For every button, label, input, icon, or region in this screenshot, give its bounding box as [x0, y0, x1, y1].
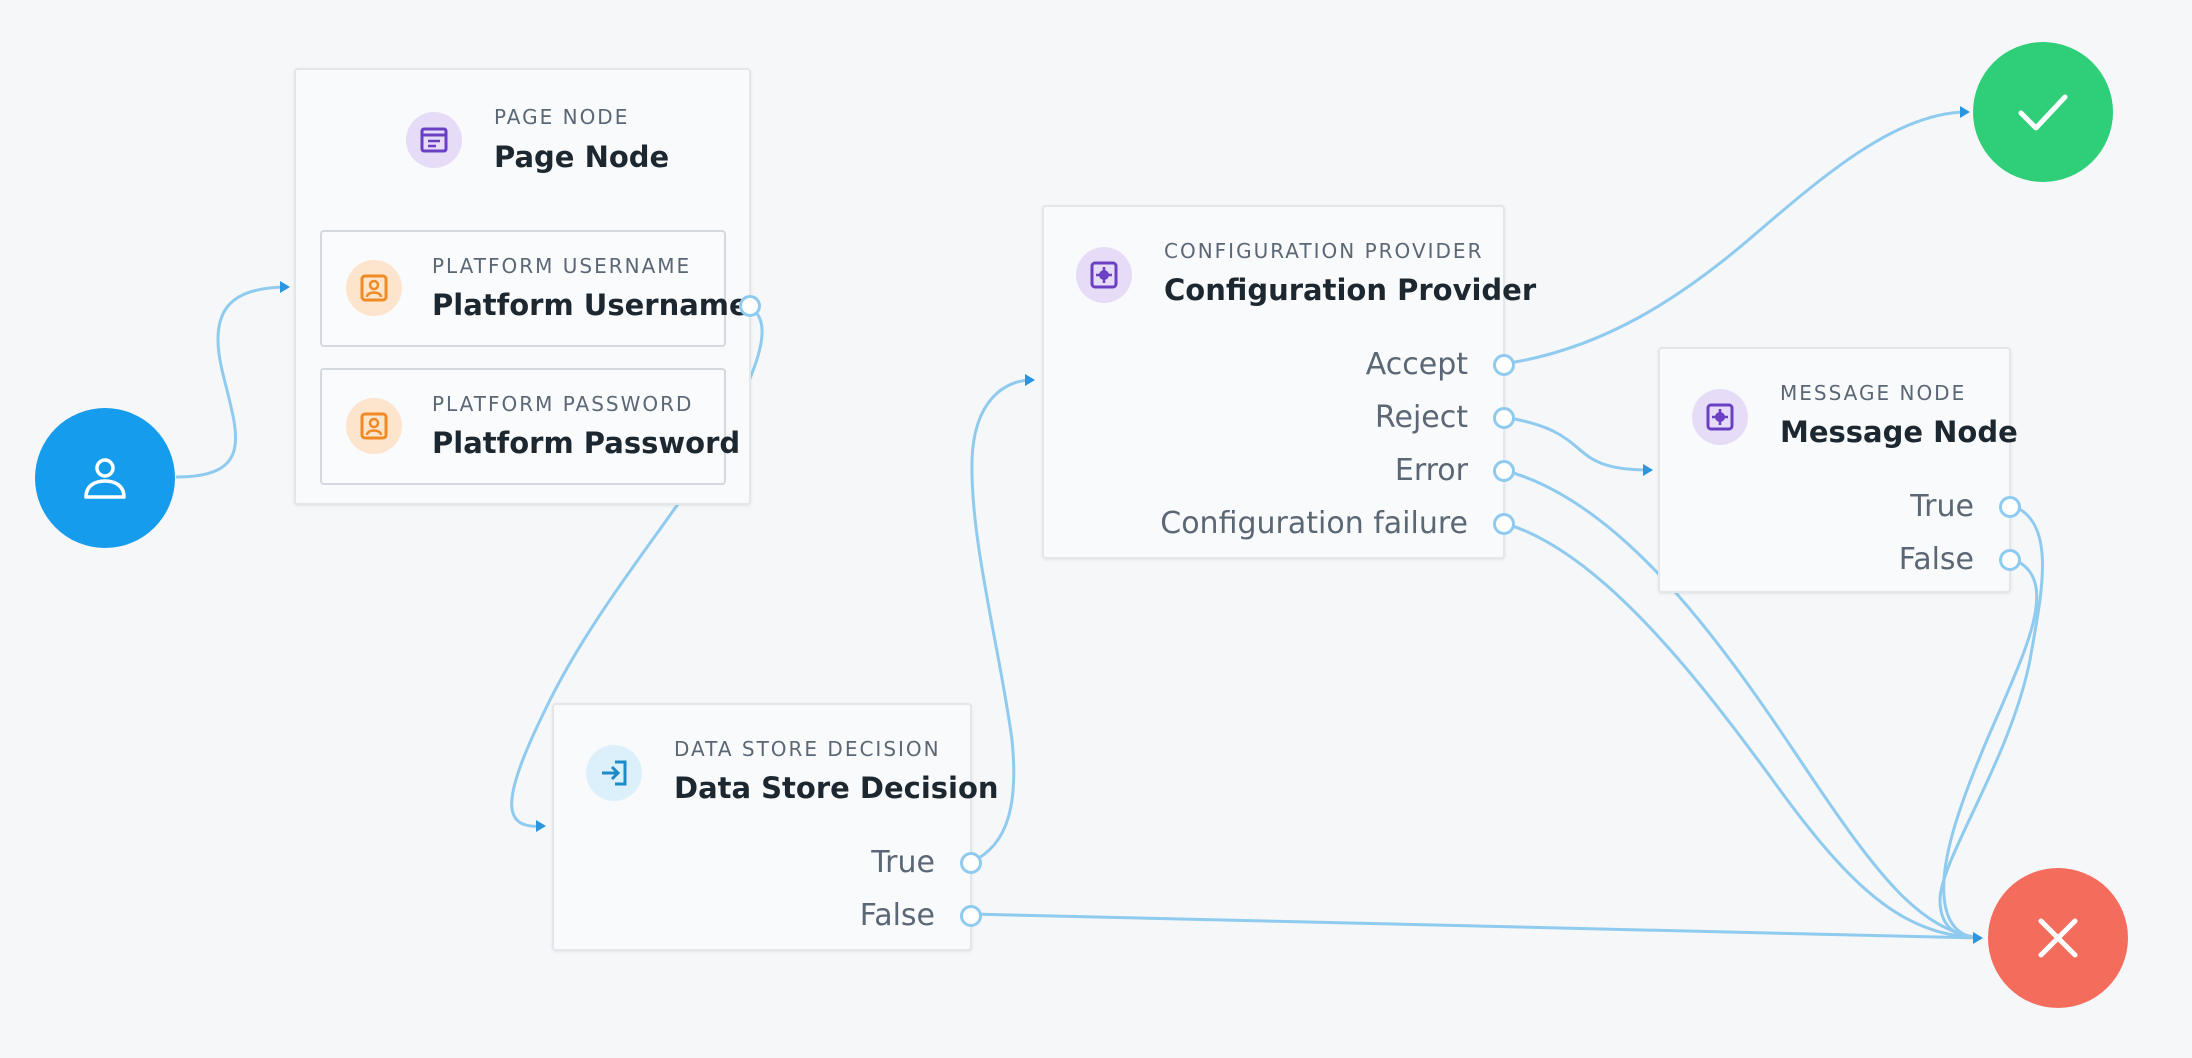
outcome-port-false[interactable] — [960, 905, 982, 927]
node-kind-label: DATA STORE DECISION — [674, 737, 941, 761]
node-kind-label: PLATFORM USERNAME — [432, 254, 692, 278]
arrowhead-message-in — [1643, 464, 1653, 476]
login-arrow-icon — [586, 745, 642, 801]
node-kind-label: MESSAGE NODE — [1780, 381, 1967, 405]
outcome-port-false[interactable] — [1999, 549, 2021, 571]
node-title: Platform Password — [432, 426, 741, 460]
gear-icon — [1076, 247, 1132, 303]
node-title: Platform Username — [432, 288, 749, 322]
wire-datastore-false-to-failure — [970, 912, 1981, 940]
node-title: Page Node — [494, 140, 670, 174]
user-card-icon — [346, 398, 402, 454]
outcome-label-false: False — [859, 898, 935, 933]
outcome-label-true: True — [871, 845, 935, 880]
data-store-node-header: DATA STORE DECISION Data Store Decision — [554, 705, 999, 839]
failure-node[interactable] — [1988, 868, 2128, 1008]
arrowhead-failure-in — [1973, 932, 1983, 944]
node-title: Data Store Decision — [674, 771, 999, 805]
outcome-label-reject: Reject — [1374, 400, 1468, 435]
wire-start-to-page — [175, 285, 289, 479]
page-icon — [406, 112, 462, 168]
arrowhead-success-in — [1960, 106, 1970, 118]
outcome-port-accept[interactable] — [1493, 354, 1515, 376]
message-node-header: MESSAGE NODE Message Node — [1660, 349, 2018, 483]
arrowhead-config-in — [1025, 374, 1035, 386]
outcome-port-true[interactable] — [1999, 496, 2021, 518]
outcome-port-error[interactable] — [1493, 460, 1515, 482]
platform-password-card[interactable]: PLATFORM PASSWORD Platform Password — [320, 368, 740, 485]
node-kind-label: PLATFORM PASSWORD — [432, 392, 694, 416]
outcome-label-false: False — [1898, 542, 1974, 577]
arrowhead-page-in — [280, 281, 290, 293]
node-kind-label: CONFIGURATION PROVIDER — [1164, 239, 1484, 263]
outcome-label-accept: Accept — [1365, 347, 1468, 382]
page-node-header: PAGE NODE Page Node — [296, 70, 749, 204]
user-icon — [84, 458, 126, 499]
outcome-port-reject[interactable] — [1493, 407, 1515, 429]
outcome-label-error: Error — [1394, 453, 1468, 488]
outcome-port-configuration-failure[interactable] — [1493, 513, 1515, 535]
page-node[interactable]: PAGE NODE Page Node PLATFORM USERNAME Pl… — [294, 68, 761, 505]
page-node-outcome-port[interactable] — [739, 295, 761, 317]
node-kind-label: PAGE NODE — [494, 105, 630, 129]
node-title: Message Node — [1780, 415, 2018, 449]
outcome-port-true[interactable] — [960, 852, 982, 874]
x-icon — [2038, 918, 2078, 958]
config-provider-node-header: CONFIGURATION PROVIDER Configuration Pro… — [1044, 207, 1536, 341]
data-store-decision-node[interactable]: DATA STORE DECISION Data Store Decision … — [552, 703, 999, 951]
checkmark-icon — [2018, 94, 2068, 131]
wire-accept-to-success — [1502, 110, 1968, 366]
user-card-icon — [346, 260, 402, 316]
success-node[interactable] — [1973, 42, 2113, 182]
gear-icon — [1692, 389, 1748, 445]
message-node[interactable]: MESSAGE NODE Message Node True False — [1658, 347, 2021, 593]
outcome-label-configuration-failure: Configuration failure — [1160, 506, 1468, 541]
wire-reject-to-message — [1502, 415, 1651, 472]
node-title: Configuration Provider — [1164, 273, 1537, 307]
outcome-label-true: True — [1910, 489, 1974, 524]
platform-username-card[interactable]: PLATFORM USERNAME Platform Username — [320, 230, 749, 347]
start-node[interactable] — [35, 408, 175, 548]
arrowhead-datastore-in — [536, 820, 546, 832]
configuration-provider-node[interactable]: CONFIGURATION PROVIDER Configuration Pro… — [1042, 205, 1536, 559]
